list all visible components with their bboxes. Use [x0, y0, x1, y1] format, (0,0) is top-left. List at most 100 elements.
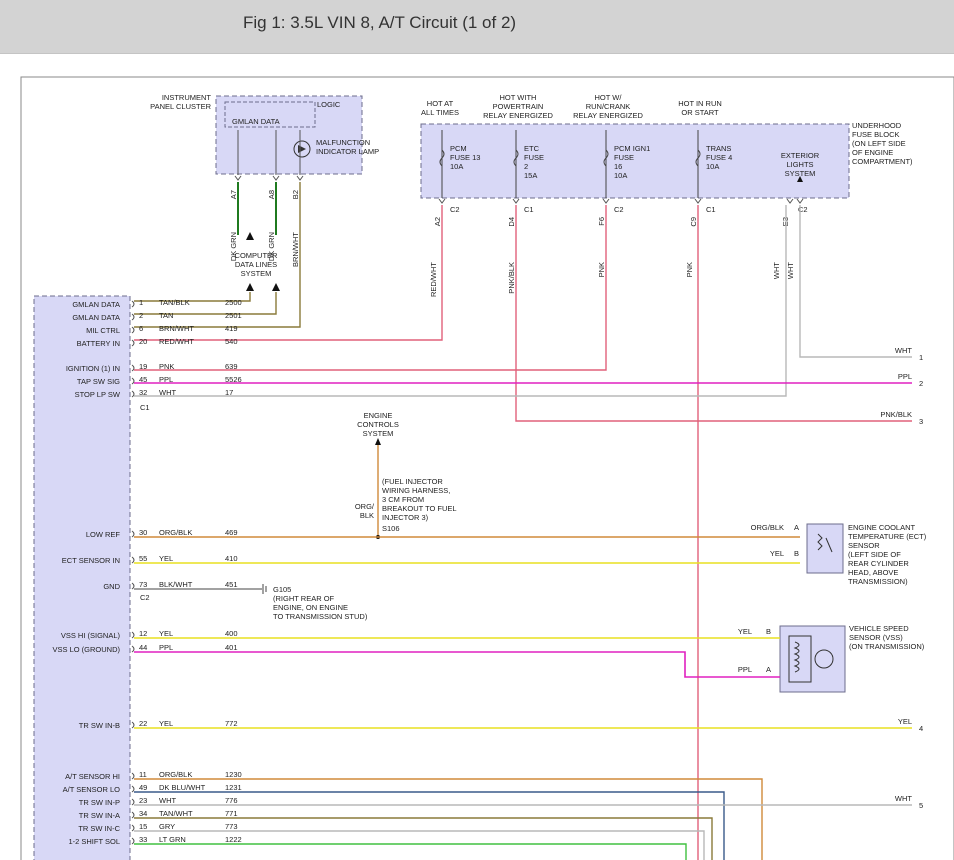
pcm-pin-number: 12 [139, 629, 147, 638]
pcm-circuit-number: 1222 [225, 835, 242, 844]
logic-box [224, 101, 316, 128]
pcm-circuit-number: 2500 [225, 298, 242, 307]
vss-pin-a: A [766, 665, 771, 674]
pcm-pin-number: 22 [139, 719, 147, 728]
cluster-pin: B2 [291, 190, 300, 199]
exterior-lights-label: SYSTEM [785, 169, 816, 178]
pcm-circuit-number: 1231 [225, 783, 242, 792]
cluster-wire-label: BRN/WHT [291, 232, 300, 267]
fuse-block-box [420, 123, 850, 199]
org-blk-label: BLK [360, 511, 374, 520]
at-sensor-lo-wire [134, 791, 725, 860]
pcm-pin-number: 55 [139, 554, 147, 563]
vss-sensor-label: VEHICLE SPEED [849, 624, 909, 633]
ect-sensor-label: HEAD, ABOVE [848, 568, 898, 577]
pcm-pin-icon [131, 530, 135, 538]
power-header: RELAY ENERGIZED [573, 111, 643, 120]
power-header: ALL TIMES [421, 108, 459, 117]
fuse-label: FUSE 13 [450, 153, 480, 162]
pcm-pin-number: 49 [139, 783, 147, 792]
vss-sensor-label: (ON TRANSMISSION) [849, 642, 925, 651]
pcm-circuit-number: 17 [225, 388, 233, 397]
power-header: OR START [681, 108, 719, 117]
pcm-circuit-number: 2501 [225, 311, 242, 320]
pcm-pin-label: 1-2 SHIFT SOL [68, 837, 120, 846]
pcm-wire-color: BLK/WHT [159, 580, 193, 589]
fuse-label: 2 [524, 162, 528, 171]
power-header: RUN/CRANK [586, 102, 631, 111]
fuse-label: 10A [614, 171, 627, 180]
pcm-pin-number: 11 [139, 770, 147, 779]
offpage-connector-number: 2 [919, 379, 923, 388]
pcm-pin-number: 15 [139, 822, 147, 831]
pcm-pin-label: TR SW IN-A [79, 811, 120, 820]
pcm-pin-icon [131, 377, 135, 385]
offpage-wire-label: PPL [898, 372, 912, 381]
fuse-connector: C1 [706, 205, 716, 214]
pcm-wire-color: RED/WHT [159, 337, 194, 346]
pcm-circuit-number: 771 [225, 809, 238, 818]
ect-wire-a: ORG/BLK [751, 523, 784, 532]
pcm-pin-icon [131, 582, 135, 590]
splice-id: S106 [382, 524, 400, 533]
fuse-label: 15A [524, 171, 537, 180]
fuse-label: 10A [706, 162, 719, 171]
fuse-wire-label: PNK [685, 262, 694, 277]
pcm-pin-number: 2 [139, 311, 143, 320]
pcm-pin-icon [131, 824, 135, 832]
fuse-icon [513, 149, 519, 167]
splice-note: INJECTOR 3) [382, 513, 429, 522]
power-header: HOT IN RUN [678, 99, 722, 108]
vss-wire-b: YEL [738, 627, 752, 636]
cluster-wire-label: DK GRN [267, 232, 276, 261]
pcm-pin-number: 23 [139, 796, 147, 805]
vss-pin-b: B [766, 627, 771, 636]
arrow-up-icon [246, 232, 254, 240]
pcm-pin-icon [131, 811, 135, 819]
ect-wire-b: YEL [770, 549, 784, 558]
computer-data-label: SYSTEM [241, 269, 272, 278]
arrow-up-icon [246, 283, 254, 291]
connector-pin-icon [512, 198, 520, 204]
pcm-pin-icon [131, 364, 135, 372]
pcm-pin-icon [131, 837, 135, 845]
fuse-connector: C2 [450, 205, 460, 214]
pcm-pin-icon [131, 556, 135, 564]
exterior-lights-label: EXTERIOR [781, 151, 820, 160]
pcm-connector-c1: C1 [140, 403, 150, 412]
pcm-pin-icon [131, 326, 135, 334]
pcm-pin-icon [131, 645, 135, 653]
pcm-wire-color: TAN/BLK [159, 298, 190, 307]
ect-sensor-label: TRANSMISSION) [848, 577, 908, 586]
pcm-pin-label: ECT SENSOR IN [62, 556, 120, 565]
logic-label: LOGIC [317, 100, 341, 109]
pcm-pin-label: TAP SW SIG [77, 377, 120, 386]
instrument-cluster-box [215, 95, 363, 175]
fuse-block-label: COMPARTMENT) [852, 157, 913, 166]
offpage-wire-label: WHT [895, 794, 912, 803]
pcm-circuit-number: 773 [225, 822, 238, 831]
at-sensor-hi-wire [134, 778, 763, 860]
tr-sw-a-wire [134, 817, 713, 860]
pcm-connector-c2: C2 [140, 593, 150, 602]
offpage-wire-label: YEL [898, 717, 912, 726]
vss-lo-wire [134, 651, 780, 678]
fuse-wire-label: PNK/BLK [507, 262, 516, 294]
pcm-wire-color: BRN/WHT [159, 324, 194, 333]
ground-id: G105 [273, 585, 291, 594]
power-header: RELAY ENERGIZED [483, 111, 553, 120]
mil-label: INDICATOR LAMP [316, 147, 379, 156]
fuse-label: PCM [450, 144, 467, 153]
pcm-pin-icon [131, 300, 135, 308]
fuse-label: 10A [450, 162, 463, 171]
fuse-connector: C2 [798, 205, 808, 214]
splice-note: BREAKOUT TO FUEL [382, 504, 457, 513]
cluster-label: INSTRUMENT [162, 93, 212, 102]
offpage-connector-number: 5 [919, 801, 923, 810]
ect-sensor-label: ENGINE COOLANT [848, 523, 916, 532]
pcm-circuit-number: 419 [225, 324, 238, 333]
pcm-pin-label: GMLAN DATA [72, 313, 120, 322]
pcm-circuit-number: 5526 [225, 375, 242, 384]
pcm-pin-label: GND [103, 582, 120, 591]
